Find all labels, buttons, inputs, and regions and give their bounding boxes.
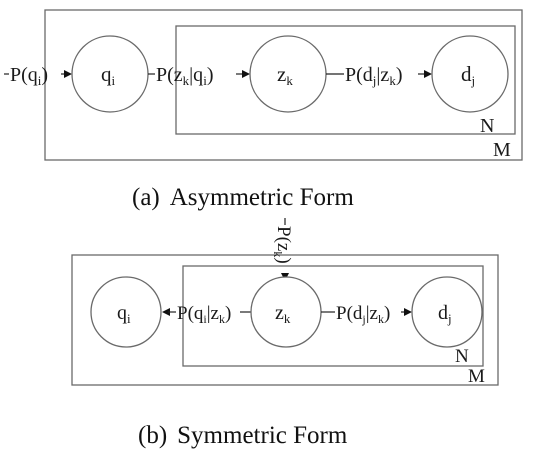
panel-asymmetric: P(qi) qi P(zk|qi) zk P(dj|zk) dj N M (a)… xyxy=(4,9,523,211)
arrowhead xyxy=(424,70,432,78)
arrowhead xyxy=(404,308,412,316)
plate-label-m: M xyxy=(468,366,485,387)
label-p-zk: P(zk) xyxy=(271,226,294,264)
caption-b: (b)Symmetric Form xyxy=(138,422,348,449)
plate-label-n: N xyxy=(455,346,469,367)
node-d-label: dj xyxy=(461,62,475,88)
edge-prior-q: P(qi) xyxy=(4,64,72,88)
node-d-label: dj xyxy=(438,302,452,326)
node-q-label: qi xyxy=(101,62,116,88)
node-q xyxy=(90,276,162,348)
label-p-qi-zk: P(qi|zk) xyxy=(177,303,231,326)
node-d xyxy=(431,35,509,113)
edge-q-to-z: P(zk|qi) xyxy=(148,64,250,88)
label-p-dj-zk: P(dj|zk) xyxy=(336,303,390,326)
plate-inner-n xyxy=(182,265,484,367)
edge-z-to-d: P(dj|zk) xyxy=(321,303,412,326)
edge-z-to-q: P(qi|zk) xyxy=(162,303,251,326)
plate-inner-n xyxy=(175,25,516,135)
node-d xyxy=(411,276,483,348)
caption-a: (a)Asymmetric Form xyxy=(132,184,354,211)
node-q-label: qi xyxy=(117,302,131,326)
arrowhead xyxy=(242,70,250,78)
plate-label-n: N xyxy=(480,115,494,137)
plate-outer-m xyxy=(44,9,523,161)
label-p-qi: P(qi) xyxy=(10,64,48,88)
label-p-dj-zk: P(dj|zk) xyxy=(345,64,402,88)
plate-label-m: M xyxy=(493,139,511,161)
edge-prior-z: P(zk) xyxy=(271,218,294,281)
arrowhead xyxy=(162,308,170,316)
label-p-zk-qi: P(zk|qi) xyxy=(156,64,213,88)
edge-z-to-d: P(dj|zk) xyxy=(326,64,432,88)
panel-symmetric: P(zk) qi P(qi|zk) zk P(dj|zk) dj N M (b)… xyxy=(71,218,499,449)
plate-outer-m xyxy=(71,254,499,386)
node-z-label: zk xyxy=(277,62,293,88)
node-z-label: zk xyxy=(275,302,291,326)
arrowhead xyxy=(64,70,72,78)
